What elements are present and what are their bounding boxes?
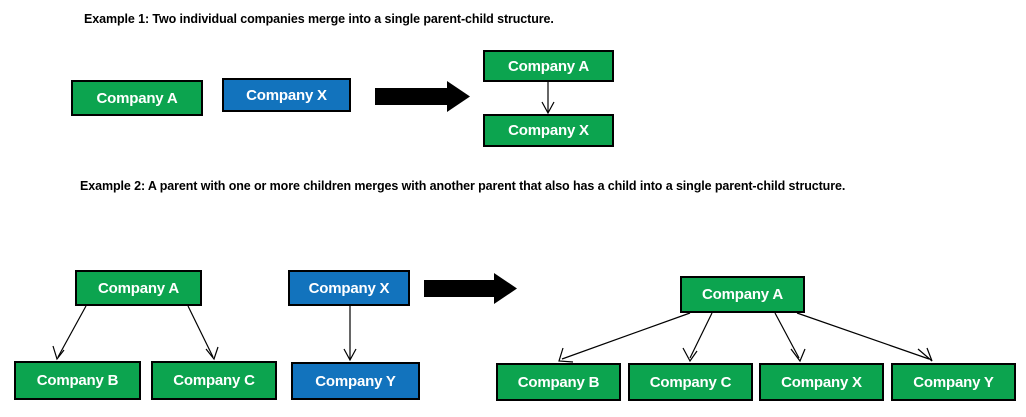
ex1-merge-block-arrow bbox=[375, 81, 470, 112]
ex2-connector-x-to-y bbox=[343, 306, 357, 362]
ex2-connector-a-to-b bbox=[52, 305, 87, 361]
ex2-after-connector-a-to-b bbox=[558, 312, 691, 363]
ex2-before-right-parent-company-x-node[interactable]: Company X bbox=[288, 270, 410, 306]
ex1-after-child-company-x-node[interactable]: Company X bbox=[483, 114, 614, 147]
ex2-after-child-company-y-node[interactable]: Company Y bbox=[891, 363, 1016, 401]
ex2-before-left-child-company-c-node[interactable]: Company C bbox=[151, 361, 277, 400]
example-2-caption: Example 2: A parent with one or more chi… bbox=[80, 179, 846, 193]
ex1-before-company-a-node[interactable]: Company A bbox=[71, 80, 203, 116]
ex2-before-left-child-company-b-node[interactable]: Company B bbox=[14, 361, 141, 400]
ex2-merge-block-arrow bbox=[424, 273, 517, 304]
example-1-caption: Example 1: Two individual companies merg… bbox=[84, 12, 554, 26]
ex2-after-child-company-c-node[interactable]: Company C bbox=[628, 363, 753, 401]
ex2-after-connector-a-to-c bbox=[682, 312, 713, 363]
ex2-before-right-child-company-y-node[interactable]: Company Y bbox=[291, 362, 420, 400]
ex1-connector-a-to-x bbox=[541, 82, 555, 115]
ex2-after-child-company-b-node[interactable]: Company B bbox=[496, 363, 621, 401]
ex2-after-connector-a-to-y bbox=[796, 312, 933, 362]
ex2-after-connector-a-to-x bbox=[774, 312, 806, 363]
ex1-after-parent-company-a-node[interactable]: Company A bbox=[483, 50, 614, 82]
ex2-before-left-parent-company-a-node[interactable]: Company A bbox=[75, 270, 202, 306]
ex2-after-child-company-x-node[interactable]: Company X bbox=[759, 363, 884, 401]
ex2-connector-a-to-c bbox=[187, 305, 219, 361]
ex1-before-company-x-node[interactable]: Company X bbox=[222, 78, 351, 112]
ex2-after-parent-company-a-node[interactable]: Company A bbox=[680, 276, 805, 313]
